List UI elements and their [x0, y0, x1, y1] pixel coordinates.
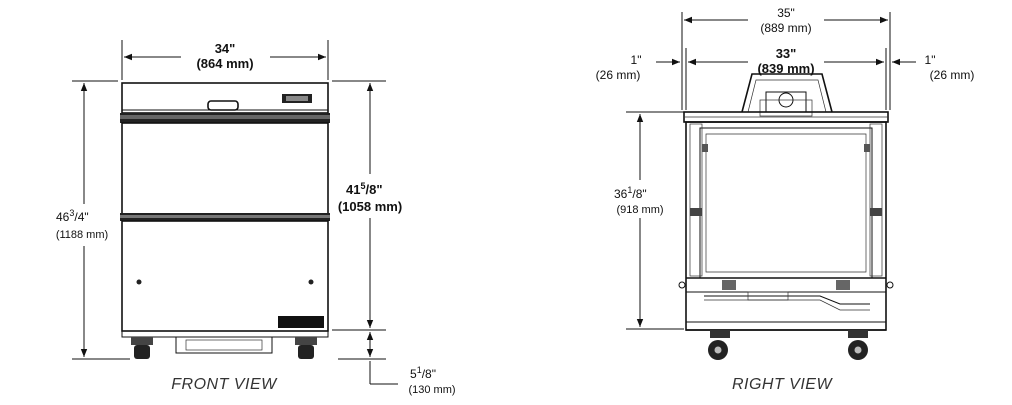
front-caster-frac-den: /8": [422, 367, 436, 381]
right-view-drawing: [678, 73, 894, 360]
front-width-dimension: 34" (864 mm): [121, 40, 329, 80]
caster-left-icon: [131, 337, 153, 359]
front-cabinet-height-dimension: 415/8" (1058 mm): [332, 80, 402, 331]
caster-rear-icon: [848, 330, 868, 360]
right-height-dimension: 361/8" (918 mm): [614, 111, 684, 330]
right-height-in: 36: [614, 187, 628, 201]
front-cabinet-frac-num: 5: [360, 181, 365, 191]
right-right-offset-mm: (26 mm): [930, 68, 975, 82]
front-width-in: 34": [215, 41, 236, 56]
front-cabinet-height-mm: (1058 mm): [338, 199, 402, 214]
svg-text:361/8": 361/8": [614, 185, 647, 201]
caster-right-icon: [295, 337, 317, 359]
right-inner-width-dimension: 33" (839 mm): [685, 46, 887, 110]
lid-handle-icon: [207, 100, 239, 111]
right-left-offset-in: 1": [631, 53, 642, 67]
right-outer-width-in: 35": [777, 6, 795, 20]
front-height-dimension: 463/4" (1188 mm): [56, 80, 130, 360]
right-view-label: RIGHT VIEW: [732, 376, 834, 393]
right-inner-width-mm: (839 mm): [757, 61, 814, 76]
right-height-mm: (918 mm): [616, 204, 663, 216]
front-width-mm: (864 mm): [196, 56, 253, 71]
front-view-drawing: [120, 82, 330, 359]
front-caster-frac-num: 1: [417, 365, 422, 375]
front-height-frac-num: 3: [69, 208, 74, 218]
right-inner-width-in: 33": [776, 46, 797, 61]
front-view-label: FRONT VIEW: [171, 376, 278, 393]
front-caster-in: 5: [410, 367, 417, 381]
caster-front-icon: [708, 330, 730, 360]
front-height-frac-den: /4": [74, 210, 88, 224]
front-caster-dimension: 51/8" (130 mm): [338, 332, 456, 396]
right-height-frac-den: /8": [632, 187, 646, 201]
svg-text:415/8": 415/8": [346, 181, 383, 197]
right-outer-width-dimension: 35" (889 mm): [681, 6, 891, 110]
right-height-frac-num: 1: [627, 185, 632, 195]
right-right-offset-in: 1": [925, 53, 936, 67]
svg-text:463/4": 463/4": [56, 208, 89, 224]
front-height-mm: (1188 mm): [56, 229, 108, 241]
right-left-offset-mm: (26 mm): [596, 68, 641, 82]
svg-text:51/8": 51/8": [410, 365, 436, 381]
grille-icon: [278, 316, 324, 328]
front-cabinet-frac-den: /8": [365, 182, 382, 197]
front-caster-mm: (130 mm): [408, 384, 455, 396]
right-outer-width-mm: (889 mm): [760, 21, 811, 35]
right-left-offset-dimension: 1" (26 mm): [596, 53, 680, 82]
front-cabinet-height-in: 41: [346, 182, 360, 197]
right-right-offset-dimension: 1" (26 mm): [892, 53, 974, 82]
front-height-in: 46: [56, 210, 70, 224]
